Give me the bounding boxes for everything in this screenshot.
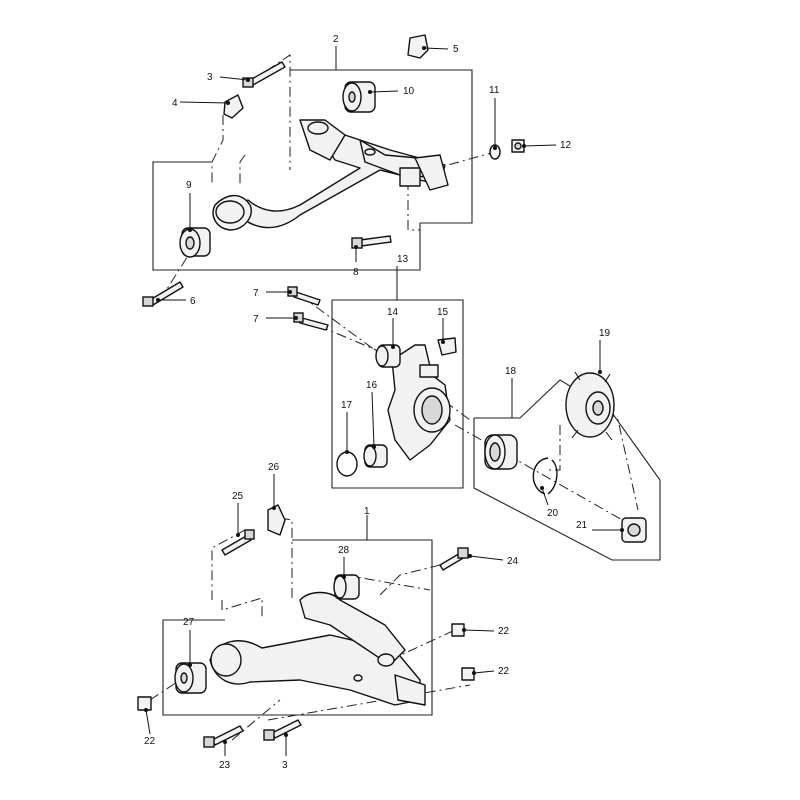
- callout-4: 4: [172, 98, 178, 109]
- o-ring-17: [336, 451, 358, 477]
- callout-15: 15: [437, 307, 449, 318]
- callout-19: 19: [599, 328, 611, 339]
- callout-18: 18: [505, 366, 517, 377]
- callout-7a: 7: [253, 288, 259, 299]
- clip-4: [223, 94, 244, 119]
- bolt-3-upper: [242, 61, 286, 88]
- snap-ring-20: [532, 457, 558, 495]
- callout-12: 12: [560, 140, 572, 151]
- callout-16: 16: [366, 380, 378, 391]
- callout-24: 24: [507, 556, 519, 567]
- callout-leaders: [144, 46, 624, 756]
- callout-13: 13: [397, 254, 409, 265]
- dashed-centerlines: [149, 54, 641, 741]
- callout-labels: 1 2 3 3 4 5 6 7 7 8 9 10 11 12 13 14 15 …: [144, 34, 611, 771]
- bolt-7b: [293, 312, 329, 331]
- callout-10: 10: [403, 86, 415, 97]
- callout-2: 2: [333, 34, 339, 45]
- upper-arm-frame: [152, 69, 473, 271]
- bolt-3-lower: [263, 719, 302, 741]
- callout-21: 21: [576, 520, 588, 531]
- bolt-23: [203, 725, 244, 748]
- bolt-8: [351, 235, 392, 249]
- bolt-6: [142, 281, 184, 307]
- upper-arm-bushing-10: [342, 81, 376, 113]
- hub-nut-21: [621, 517, 647, 543]
- knuckle-bushing-14: [375, 344, 401, 368]
- callout-17: 17: [341, 400, 353, 411]
- hub-bearing-frame: [473, 379, 661, 561]
- callout-23: 23: [219, 760, 231, 771]
- knuckle-assembly: [387, 344, 451, 461]
- callout-27: 27: [183, 617, 195, 628]
- nut-22-right-lower: [461, 667, 475, 681]
- lower-arm-bushing-27: [174, 662, 207, 694]
- wheel-bearing-18: [484, 434, 518, 470]
- nut-22-left: [137, 696, 152, 711]
- upper-arm-bushing-9: [179, 227, 211, 258]
- callout-20: 20: [547, 508, 559, 519]
- callout-5: 5: [453, 44, 459, 55]
- sensor-26: [267, 504, 286, 536]
- callout-3a: 3: [207, 72, 213, 83]
- wheel-hub-19: [565, 371, 615, 441]
- callout-28: 28: [338, 545, 350, 556]
- callout-22c: 22: [144, 736, 156, 747]
- bolt-24: [439, 547, 469, 571]
- callout-3b: 3: [282, 760, 288, 771]
- callout-25: 25: [232, 491, 244, 502]
- callout-22b: 22: [498, 666, 510, 677]
- callout-26: 26: [268, 462, 280, 473]
- knuckle-bushing-16: [363, 444, 388, 468]
- knuckle-frame: [331, 299, 464, 489]
- lower-control-arm: [209, 591, 426, 706]
- nut-12: [511, 139, 525, 153]
- lower-arm-bushing-28: [333, 574, 360, 600]
- bolt-7a: [287, 286, 321, 306]
- callout-14: 14: [387, 307, 399, 318]
- callout-9: 9: [186, 180, 192, 191]
- bracket-5: [407, 34, 429, 59]
- callout-8: 8: [353, 267, 359, 278]
- bolt-25: [221, 529, 255, 556]
- callout-6: 6: [190, 296, 196, 307]
- upper-control-arm: [212, 119, 449, 231]
- assembly-frames: [152, 69, 661, 716]
- callout-7b: 7: [253, 314, 259, 325]
- callout-1: 1: [364, 506, 370, 517]
- callout-11: 11: [489, 85, 500, 96]
- bracket-15: [437, 337, 457, 356]
- callout-22a: 22: [498, 626, 510, 637]
